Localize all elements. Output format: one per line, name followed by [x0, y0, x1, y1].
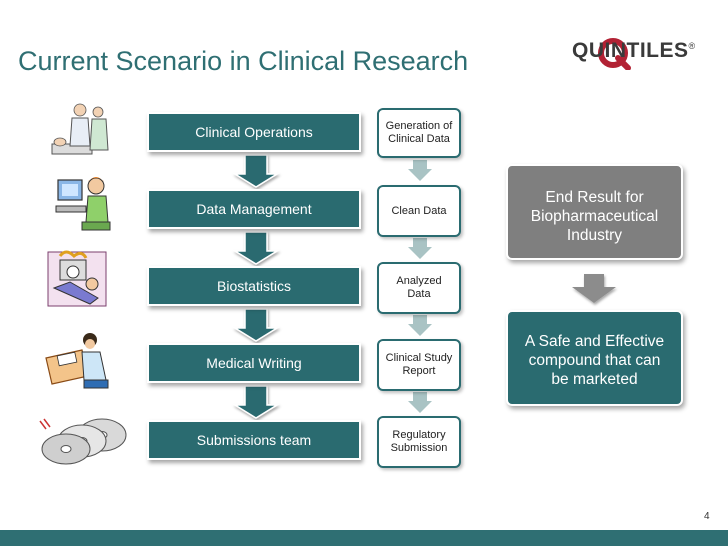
end-result-box: End Result for Biopharmaceutical Industr… [506, 164, 683, 260]
logo-wordmark: QUINTILES® [572, 39, 696, 63]
stage-clinical-operations: Clinical Operations [147, 112, 361, 152]
output-line: Submission [390, 442, 448, 454]
discs-clipart-icon [39, 418, 127, 465]
stage-arrow-2 [232, 231, 280, 265]
stage-data-management: Data Management [147, 189, 361, 229]
stage-medical-writing: Medical Writing [147, 343, 361, 383]
stage-label: Biostatistics [217, 278, 291, 294]
output-arrow-4 [408, 392, 432, 413]
safe-result-line: A Safe and Effective [524, 333, 665, 350]
stage-arrow-4 [232, 385, 280, 419]
output-line: Clinical Study [385, 352, 453, 364]
writer-clipart-icon [45, 333, 109, 389]
lab-equipment-clipart-icon [47, 250, 107, 307]
logo-registered-mark: ® [688, 41, 696, 51]
doctor-patient-clipart-icon [51, 103, 109, 155]
stage-label: Data Management [196, 201, 312, 217]
output-clean-data: Clean Data [377, 185, 461, 237]
output-line: Generation of [385, 120, 453, 132]
output-line: Data [407, 288, 431, 300]
stage-label: Medical Writing [206, 355, 302, 371]
output-arrow-2 [408, 238, 432, 259]
stage-label: Clinical Operations [195, 124, 313, 140]
output-arrow-1 [408, 160, 432, 181]
bottom-bar [0, 530, 728, 546]
output-arrow-3 [408, 315, 432, 336]
output-line: Regulatory [392, 429, 446, 441]
end-result-line: End Result for [545, 189, 644, 206]
output-line: Clinical Data [388, 133, 450, 145]
stage-connectors [232, 154, 280, 419]
slide-title: Current Scenario in Clinical Research [18, 46, 469, 76]
quintiles-logo-icon [598, 38, 631, 70]
safe-result-line: compound that can [528, 352, 661, 369]
logo-text: QUINTILES [572, 39, 689, 62]
output-line: Report [402, 365, 436, 377]
stage-arrow-1 [232, 154, 280, 188]
result-arrow [572, 274, 616, 303]
safe-result-line: be marketed [551, 371, 638, 388]
stage-biostatistics: Biostatistics [147, 266, 361, 306]
output-line: Analyzed [396, 275, 442, 287]
computer-user-clipart-icon [55, 177, 111, 231]
output-line: Clean Data [391, 204, 447, 217]
end-result-line: Biopharmaceutical [530, 208, 659, 225]
stage-label: Submissions team [196, 432, 312, 448]
stage-submissions-team: Submissions team [147, 420, 361, 460]
page-number: 4 [704, 511, 710, 522]
output-connectors [408, 160, 432, 413]
end-result-line: Industry [566, 227, 623, 244]
safe-compound-box: A Safe and Effective compound that can b… [506, 310, 683, 406]
stage-arrow-3 [232, 308, 280, 342]
